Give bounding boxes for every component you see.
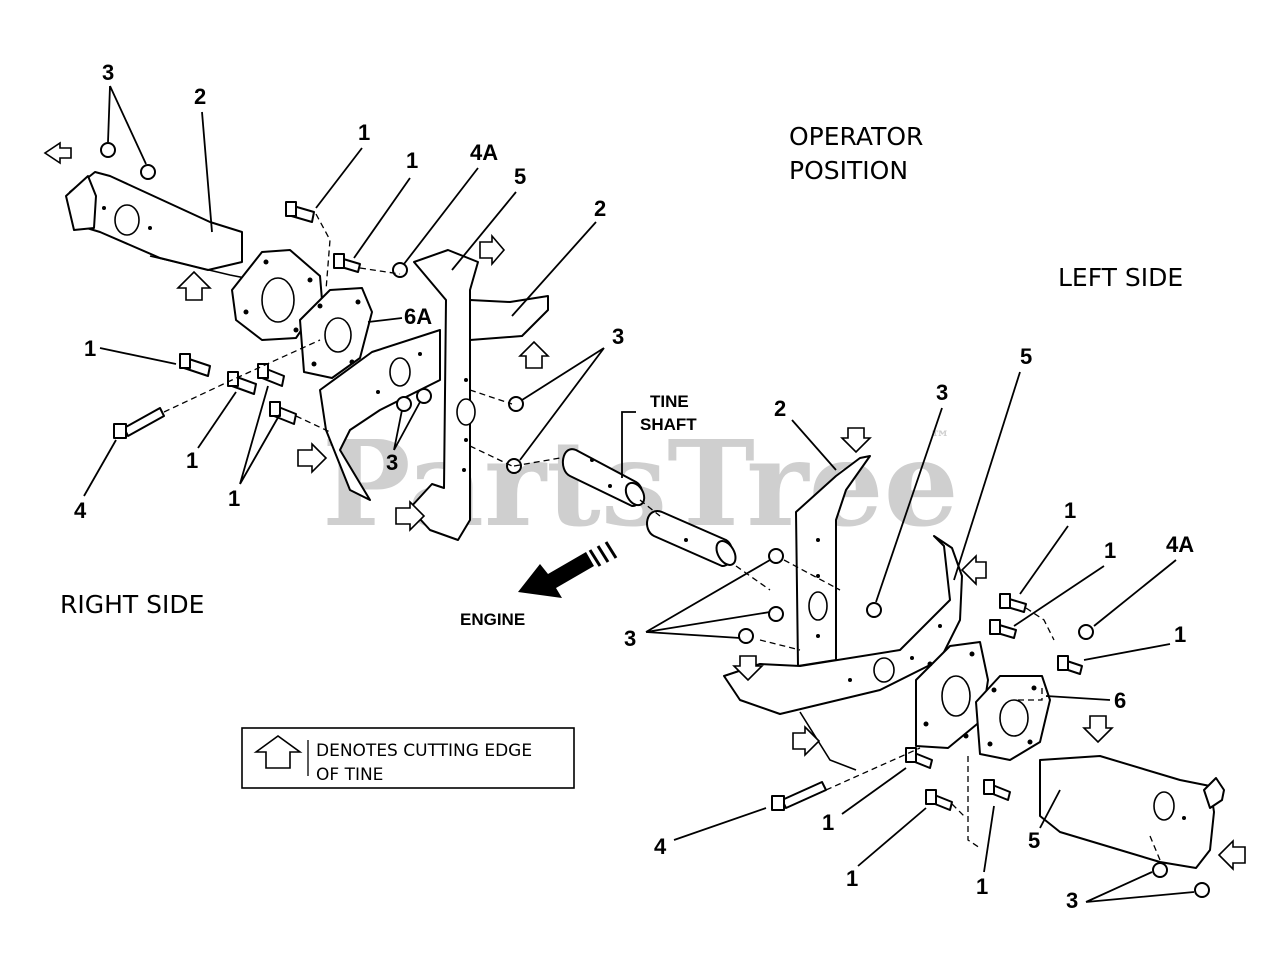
part-number-label: 4A [470,140,498,165]
nut-3-g [768,548,784,564]
part-number-label: 3 [1066,888,1078,913]
part-number-label: 6 [1114,688,1126,713]
part-number-label: 5 [1020,344,1032,369]
bolt-1-g [999,593,1027,613]
part-number-label: 1 [406,148,418,173]
bolt-1-l [983,779,1011,801]
bolt-1-f [269,401,297,425]
nut-3-h [768,606,784,622]
part-number-label: 1 [1104,538,1116,563]
bolt-1-e [257,363,285,387]
left-side-heading: LEFT SIDE [1058,263,1183,292]
nut-3-c [396,396,412,412]
watermark-trademark: ™ [930,426,950,450]
part-number-label: 1 [846,866,858,891]
part-number-label: 6A [404,304,432,329]
engine-label: ENGINE [460,610,525,629]
part-number-label: 4A [1166,532,1194,557]
part-number-label: 3 [612,324,624,349]
part-number-label: 1 [186,448,198,473]
part-number-label: 5 [514,164,526,189]
legend-text-line1: DENOTES CUTTING EDGE [316,741,532,761]
part-number-label: 2 [774,396,786,421]
part-number-label: 3 [102,60,114,85]
nut-3-a [100,142,116,158]
tine-shaft-label: TINE [650,392,689,411]
bolt-1-k [925,789,953,811]
nut-3-j [866,602,882,618]
tine-shaft [513,448,771,591]
tine-blade-5-left [723,535,963,715]
part-number-label: 3 [386,450,398,475]
cutting-edge-arrow-icon [840,427,872,454]
cutting-edge-arrow-icon [395,500,426,532]
part-number-label: 4 [74,498,87,523]
cutting-edge-arrow-icon [518,340,550,369]
bolt-4-right [113,407,165,439]
part-number-label: 2 [194,84,206,109]
part-number-label: 1 [358,120,370,145]
cutting-edge-arrow-icon [297,442,328,474]
operator-position-heading: OPERATOR [789,122,923,151]
cutting-edge-arrow-icon [479,233,506,267]
bolt-1-h [989,619,1017,639]
up-arrow-outline-icon [253,735,303,769]
left-side-assembly [723,427,1246,898]
bolt-4-left [771,781,827,811]
cutting-edge-arrow-icon [792,725,821,757]
tine-shaft-label-line2: SHAFT [640,415,697,434]
operator-position-heading-line2: POSITION [789,156,908,185]
cutting-edge-arrow-icon [1082,715,1114,744]
nut-4a-right [392,262,408,278]
cutting-edge-arrow-icon [43,141,72,165]
nut-3-i [738,628,754,644]
part-number-label: 1 [228,486,240,511]
right-side-heading: RIGHT SIDE [60,590,204,619]
tine-blade-2-right [69,171,243,271]
nut-3-e [508,396,524,412]
cutting-edge-arrow-icon [1217,839,1246,871]
cutting-edge-arrow-icon [176,270,212,301]
tine-blade-5-left-b [1039,755,1215,869]
nut-4a-left [1078,624,1094,640]
part-number-callouts: 3 2 1 1 4A 5 2 6A 1 3 3 1 1 4 2 3 5 1 [74,60,1194,913]
nut-3-d [416,388,432,404]
part-number-label: 1 [1064,498,1076,523]
part-number-label: 3 [936,380,948,405]
part-number-label: 4 [654,834,667,859]
bolt-1-b [333,253,361,273]
part-number-label: 5 [1028,828,1040,853]
engine-direction-arrow-icon [518,541,618,598]
bolt-1-j [905,747,933,769]
part-number-label: 1 [822,810,834,835]
legend-text-line2: OF TINE [316,765,383,785]
cutting-edge-arrow-icon [960,554,987,586]
part-number-label: 1 [1174,622,1186,647]
bolt-1-i [1057,655,1083,675]
bolt-1-c [179,353,211,377]
part-number-label: 2 [594,196,606,221]
bolt-1-d [227,371,257,395]
nut-3-b [140,164,156,180]
tine-blade-5-right [409,249,479,541]
legend-box: DENOTES CUTTING EDGE OF TINE [241,727,575,789]
part-number-label: 3 [624,626,636,651]
part-number-label: 1 [84,336,96,361]
bolt-1-a [285,201,315,223]
cutting-edge-arrow-icon [732,655,764,682]
nut-3-l [1194,882,1210,898]
nut-3-k [1152,862,1168,878]
part-number-label: 1 [976,874,988,899]
tine-blade-2-right-b [469,295,549,341]
